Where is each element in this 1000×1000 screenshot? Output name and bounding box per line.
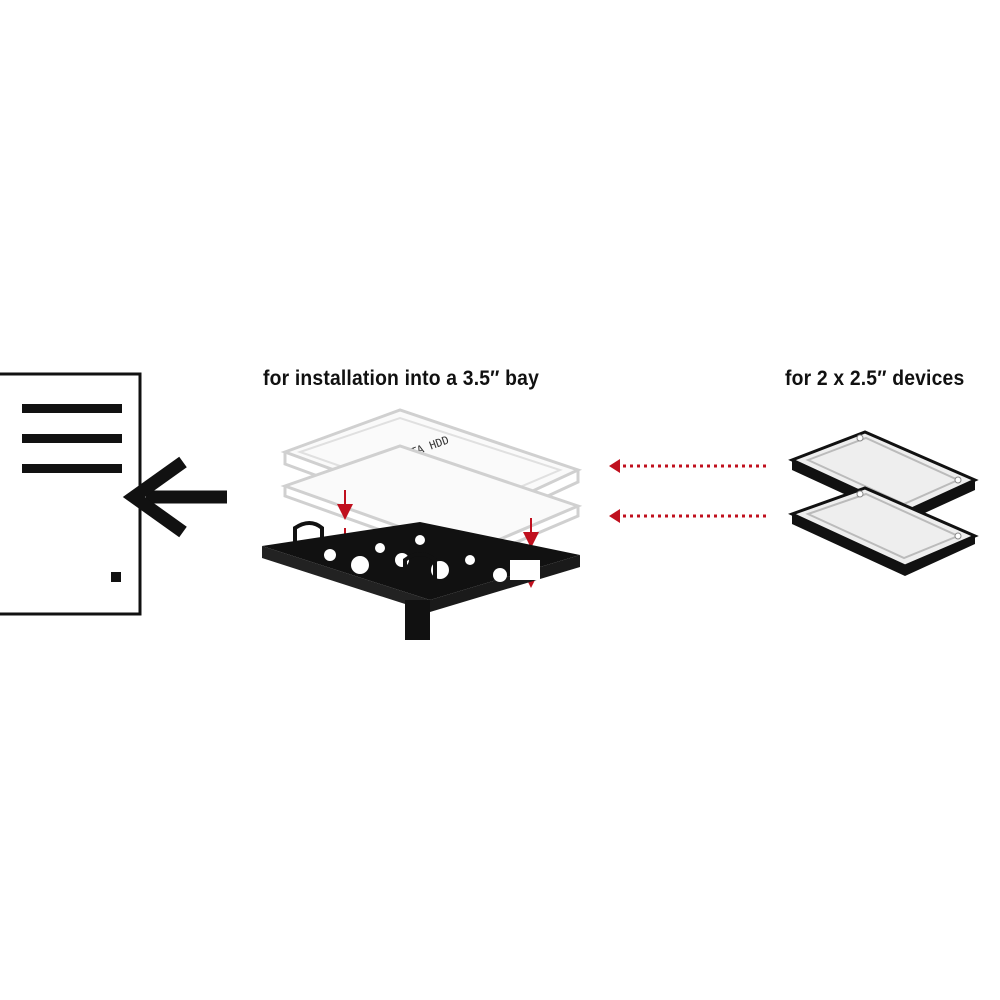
bracket-assembly: 2.5 SATA HDD — [262, 408, 583, 640]
pc-tower-icon — [0, 372, 142, 616]
arrow-left-icon — [122, 456, 227, 538]
caption-bay: for installation into a 3.5″ bay — [263, 367, 540, 390]
device-lower — [788, 486, 979, 576]
dotted-arrows — [609, 459, 766, 523]
caption-devices: for 2 x 2.5″ devices — [785, 367, 965, 390]
mounting-bracket — [262, 521, 580, 640]
